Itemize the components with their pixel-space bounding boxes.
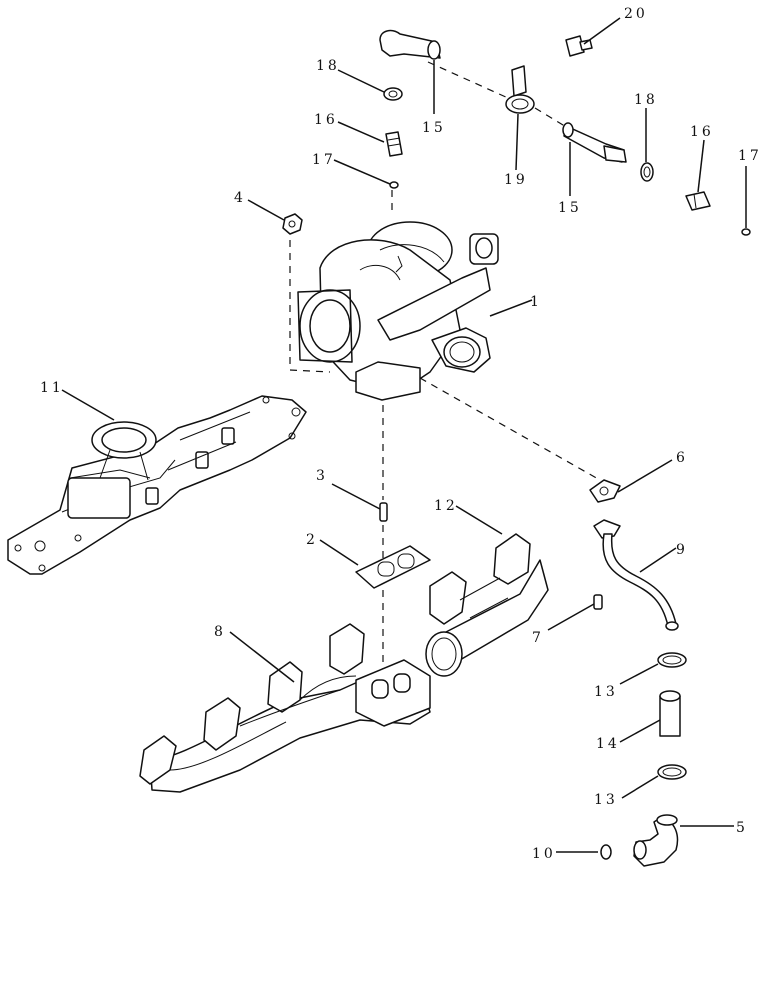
washer-upper: [383, 87, 403, 101]
hose-clamp-lower: [657, 764, 687, 780]
elbow-tube: [633, 814, 679, 867]
turbocharger: [297, 221, 499, 401]
callout-14: 14: [596, 736, 620, 752]
callout-20: 20: [624, 6, 648, 22]
intake-manifold-cover: [7, 395, 307, 575]
callout-17-upper: 17: [312, 152, 336, 168]
callout-leaders: [61, 17, 747, 853]
callout-5: 5: [736, 820, 748, 836]
exhaust-manifold-front: [139, 623, 431, 793]
hose-clamp-upper: [657, 652, 687, 668]
oil-return-tube: [593, 519, 679, 631]
callout-11: 11: [40, 380, 64, 396]
washer-lower: [640, 162, 654, 182]
oil-gasket: [589, 479, 621, 503]
fitting-lower: [685, 191, 711, 211]
oil-feed-line-upper: [379, 29, 441, 60]
support-clip: [505, 65, 535, 114]
o-ring-small-upper: [389, 181, 399, 189]
callout-18-lower: 18: [634, 92, 658, 108]
callout-12: 12: [434, 498, 458, 514]
callout-16-lower: 16: [690, 124, 714, 140]
callout-8: 8: [214, 624, 226, 640]
nut: [282, 213, 303, 235]
callout-13-lower: 13: [594, 792, 618, 808]
callout-15-upper: 15: [422, 120, 446, 136]
exhaust-manifold-rear: [425, 533, 549, 677]
o-ring: [600, 844, 612, 860]
callout-6: 6: [676, 450, 688, 466]
callout-2: 2: [306, 532, 318, 548]
callout-1: 1: [530, 294, 542, 310]
callout-13-upper: 13: [594, 684, 618, 700]
bolt: [593, 594, 603, 610]
callout-10: 10: [532, 846, 556, 862]
fitting-upper: [385, 131, 403, 157]
callout-17-lower: 17: [738, 148, 762, 164]
o-ring-small-lower: [741, 228, 751, 236]
callout-3: 3: [316, 468, 328, 484]
stud: [379, 502, 388, 522]
callout-15-lower: 15: [558, 200, 582, 216]
connector-fitting: [565, 35, 593, 57]
gasket: [355, 545, 431, 589]
oil-feed-line-lower: [562, 122, 627, 163]
callout-18-upper: 18: [316, 58, 340, 74]
callout-19: 19: [504, 172, 528, 188]
callout-4: 4: [234, 190, 246, 206]
callout-9: 9: [676, 542, 688, 558]
hose: [659, 690, 681, 737]
callout-16-upper: 16: [314, 112, 338, 128]
callout-labels: 1 2 3 4 5 6 7 8 9 10 11 12 13 13 14 15 1…: [40, 6, 762, 862]
callout-7: 7: [532, 630, 544, 646]
